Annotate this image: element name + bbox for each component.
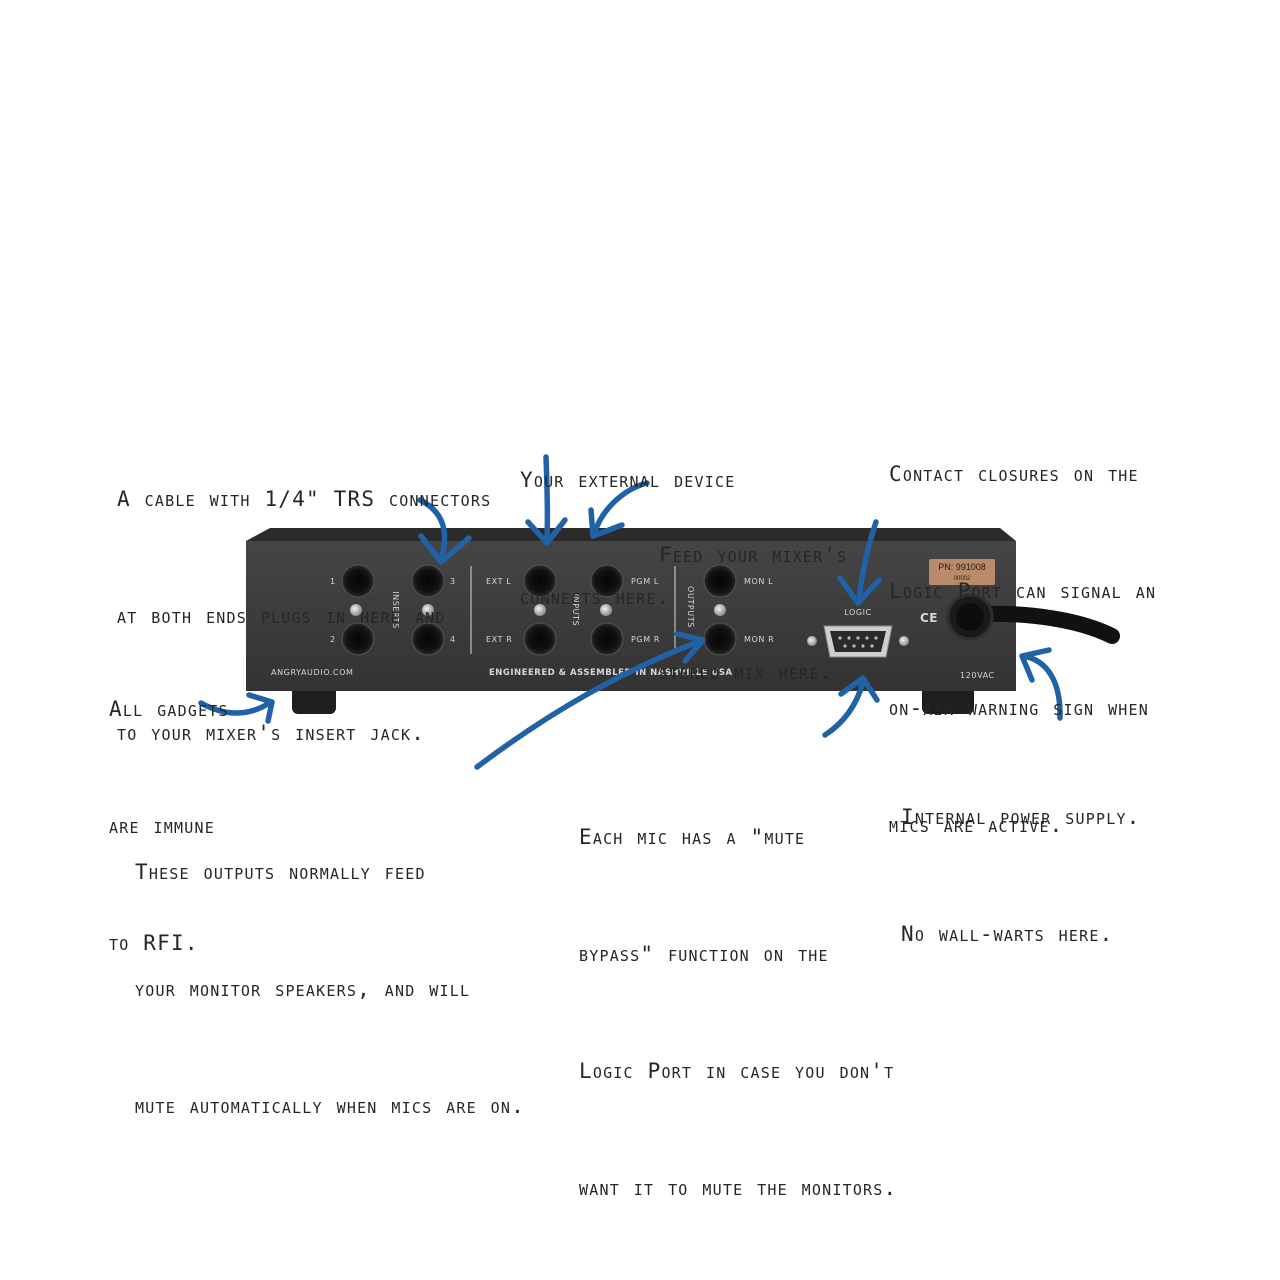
annotation-line: your monitor speakers, and will xyxy=(135,977,471,1001)
logic-port-pin xyxy=(865,636,869,640)
ce-mark: CE xyxy=(920,611,938,625)
annotation-external-device: Your external device connects here. xyxy=(520,383,735,656)
arrow-external-device xyxy=(525,454,568,546)
annotation-stereo-mix: Feed your mixer's stereo mix here. xyxy=(659,458,847,731)
arrow-inserts xyxy=(417,497,472,565)
annotation-line: on-air warning sign when xyxy=(889,696,1149,720)
annotation-outputs: These outputs normally feed your monitor… xyxy=(135,775,525,1165)
chassis-lid xyxy=(246,528,1016,541)
made-in-label: ENGINEERED & ASSEMBLED IN NASHVILLE USA xyxy=(489,668,733,678)
jack-insert-1[interactable] xyxy=(341,564,375,598)
logic-port[interactable] xyxy=(807,625,909,658)
screw xyxy=(422,604,434,616)
arrow-stereo-mix xyxy=(588,480,650,539)
logic-port-screw-left xyxy=(807,636,817,646)
annotation-line: stereo mix here. xyxy=(659,660,834,684)
label-pgm-r: PGM R xyxy=(631,635,660,644)
annotation-line: Internal power supply. xyxy=(901,805,1141,829)
arrow-power-supply xyxy=(1019,647,1063,721)
label-logic: LOGIC xyxy=(844,608,872,617)
label-insert-4: 4 xyxy=(450,635,456,644)
annotation-line: Logic Port can signal an xyxy=(889,579,1157,603)
screw xyxy=(534,604,546,616)
annotation-line: Feed your mixer's xyxy=(659,543,848,567)
annotation-power-supply: Internal power supply. No wall-warts her… xyxy=(901,720,1141,993)
annotation-line: mute automatically when mics are on. xyxy=(135,1094,525,1118)
part-number-text: PN: 991008 xyxy=(938,562,986,572)
label-inputs-vertical: INPUTS xyxy=(571,594,580,627)
annotation-line: Logic Port in case you don't xyxy=(579,1059,895,1083)
serial-number-text: 00002 xyxy=(954,576,971,582)
power-cord[interactable] xyxy=(946,593,1120,644)
annotation-insert-cable: A cable with 1/4" TRS connectors at both… xyxy=(117,402,491,792)
jack-pgm-l[interactable] xyxy=(590,564,624,598)
jacks-group xyxy=(341,564,737,656)
annotation-line: to your mixer's insert jack. xyxy=(117,721,426,745)
annotation-line: want it to mute the monitors. xyxy=(579,1176,898,1200)
jack-ext-l[interactable] xyxy=(523,564,557,598)
annotation-line: Contact closures on the xyxy=(889,462,1139,486)
annotation-line: bypass" function on the xyxy=(579,942,829,966)
screw xyxy=(714,604,726,616)
logic-port-screw-right xyxy=(899,636,909,646)
arrow-mute-bypass xyxy=(822,675,880,738)
label-ext-r: EXT R xyxy=(486,635,512,644)
arrow-outputs xyxy=(474,631,706,770)
voltage-label: 120VAC xyxy=(960,671,995,680)
label-insert-3: 3 xyxy=(450,577,456,586)
label-insert-2: 2 xyxy=(330,635,336,644)
label-ext-l: EXT L xyxy=(486,577,511,586)
label-mon-l: MON L xyxy=(744,577,773,586)
annotation-line: are immune xyxy=(109,814,215,838)
label-mon-r: MON R xyxy=(744,635,774,644)
annotation-line: Your external device xyxy=(520,468,736,492)
panel-screws xyxy=(350,604,726,616)
logic-port-pin xyxy=(874,636,878,640)
annotation-line: mics are active. xyxy=(889,813,1064,837)
label-inserts-vertical: INSERTS xyxy=(391,591,400,629)
annotation-line: No wall-warts here. xyxy=(901,922,1114,946)
label-insert-1: 1 xyxy=(330,577,336,586)
annotation-line: at both ends plugs in here and xyxy=(117,604,446,628)
jack-insert-2[interactable] xyxy=(341,622,375,656)
annotation-rfi: All gadgets are immune to RFI. xyxy=(109,612,229,1002)
arrows xyxy=(198,454,1063,770)
annotation-line: All gadgets xyxy=(109,697,229,721)
arrow-rfi xyxy=(198,692,275,724)
logic-port-pin xyxy=(870,644,874,648)
annotation-line: connects here. xyxy=(520,585,671,609)
rubber-foot-left xyxy=(292,686,336,714)
logic-port-pin xyxy=(838,636,842,640)
power-cord-strain-relief xyxy=(956,603,984,631)
jack-insert-4[interactable] xyxy=(411,622,445,656)
annotation-line: These outputs normally feed xyxy=(135,860,426,884)
jack-insert-3[interactable] xyxy=(411,564,445,598)
jack-ext-r[interactable] xyxy=(523,622,557,656)
label-pgm-l: PGM L xyxy=(631,577,659,586)
logic-port-pin xyxy=(847,636,851,640)
logic-port-pin xyxy=(852,644,856,648)
website-label: ANGRYAUDIO.COM xyxy=(271,668,354,677)
logic-port-pin xyxy=(856,636,860,640)
logic-port-pin xyxy=(861,644,865,648)
arrow-contact-closures xyxy=(837,519,882,606)
part-number-plate xyxy=(929,559,995,585)
annotation-contact-closures: Contact closures on the Logic Port can s… xyxy=(889,377,1156,884)
logic-port-pin xyxy=(843,644,847,648)
rubber-foot-right xyxy=(922,686,974,714)
screw xyxy=(350,604,362,616)
label-outputs-vertical: OUTPUTS xyxy=(686,586,695,628)
annotation-line: A cable with 1/4" TRS connectors xyxy=(117,487,492,511)
rear-panel xyxy=(246,541,1016,691)
annotation-mute-bypass: Each mic has a "mute bypass" function on… xyxy=(579,740,897,1247)
annotation-line: to RFI. xyxy=(109,931,199,955)
screw xyxy=(600,604,612,616)
annotation-line: Each mic has a "mute xyxy=(579,825,806,849)
jack-pgm-r[interactable] xyxy=(590,622,624,656)
jack-mon-l[interactable] xyxy=(703,564,737,598)
